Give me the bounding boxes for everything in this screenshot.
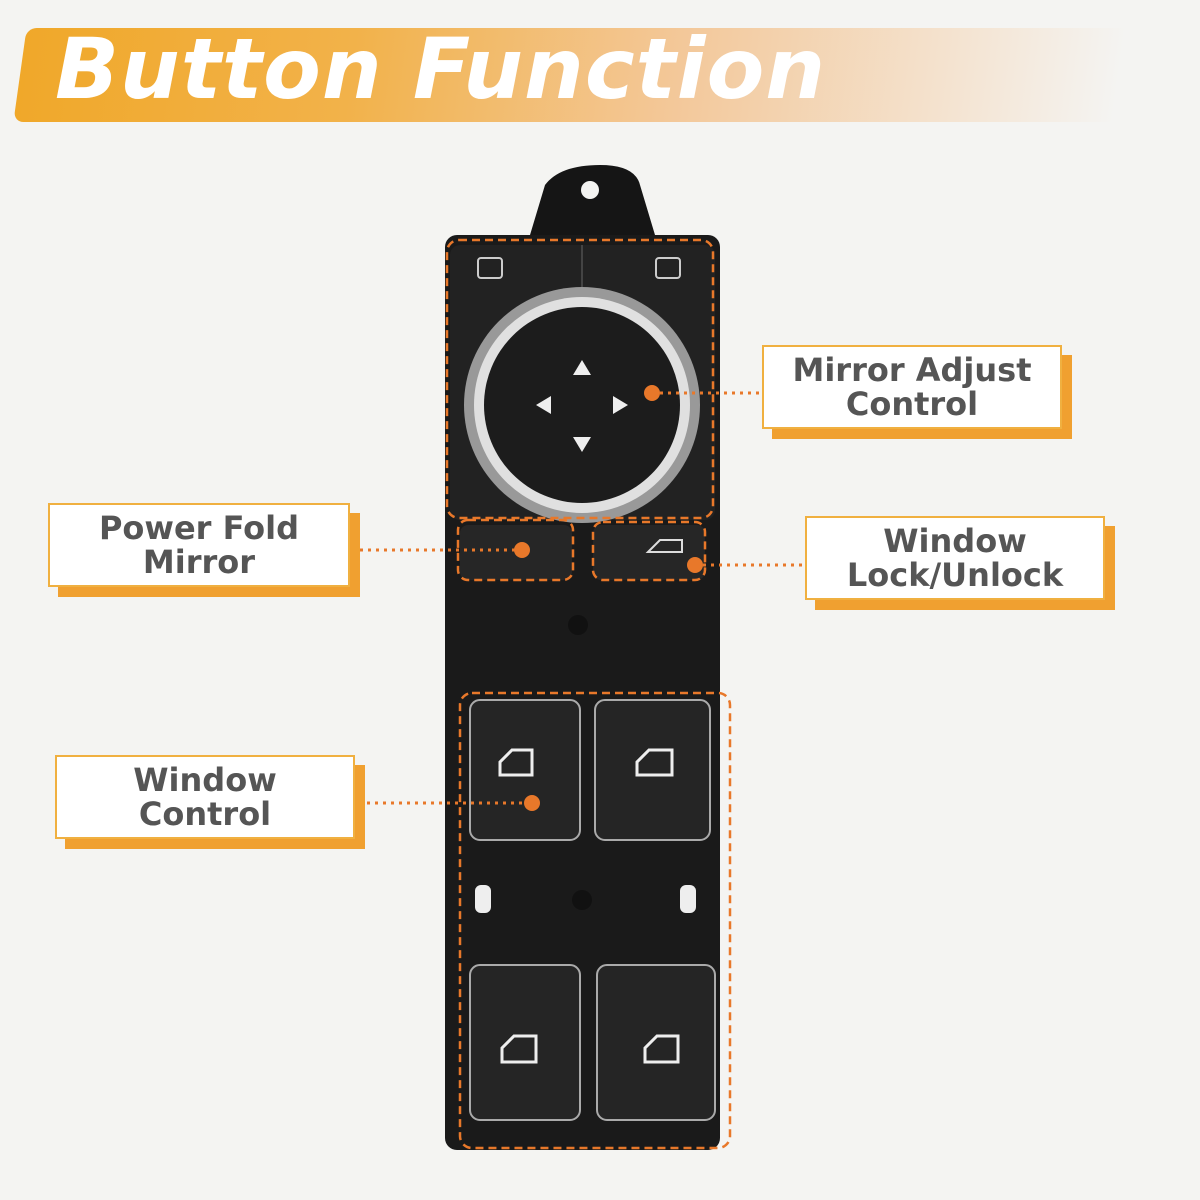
arrow-right-icon: [613, 396, 628, 414]
label-line: Window: [133, 761, 277, 799]
label-line: Lock/Unlock: [846, 556, 1064, 594]
label-line: Window: [883, 522, 1027, 560]
arrow-left-icon: [536, 396, 551, 414]
label-line: Mirror Adjust: [792, 351, 1032, 389]
mirror-left-icon: [477, 257, 503, 279]
label-line: Control: [845, 385, 979, 423]
arrow-down-icon: [573, 437, 591, 452]
mirror-knob: [484, 307, 680, 503]
page-title: Button Function: [55, 20, 827, 118]
arrow-up-icon: [573, 360, 591, 375]
label-line: Control: [138, 795, 272, 833]
mirror-right-icon: [655, 257, 681, 279]
label-line: Mirror: [142, 543, 256, 581]
window-lock-icon: [645, 539, 683, 553]
label-line: Power Fold: [98, 509, 300, 547]
